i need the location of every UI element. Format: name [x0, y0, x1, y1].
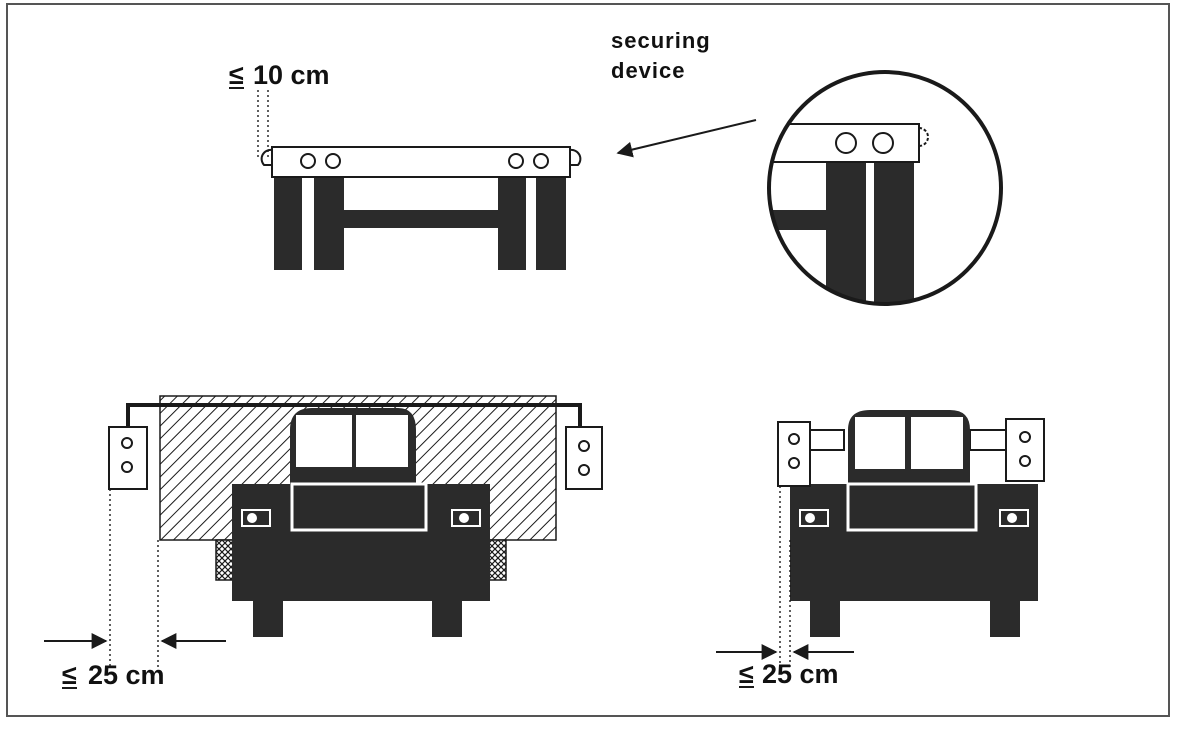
bracket-right-lamp [1005, 418, 1045, 482]
right-marker-lamp [565, 426, 603, 490]
figure-frame [6, 3, 1170, 717]
securing-device-label-line1: securing [611, 28, 711, 53]
securing-device-label-line2: device [611, 58, 686, 83]
bottom-right-dimension-label: 25 cm [762, 659, 839, 689]
bottom-right-dimension [716, 486, 854, 668]
le-symbol-top: ≤ [229, 60, 244, 90]
bottom-left-dimension [44, 489, 226, 668]
bottom-left-dimension-label: 25 cm [88, 660, 165, 690]
standard-truck [790, 410, 1038, 637]
light-bar [260, 146, 582, 178]
top-dimension-label: 10 cm [253, 60, 330, 90]
detail-magnifier [767, 70, 1003, 306]
left-marker-lamp [108, 426, 148, 490]
securing-device-arrow [616, 119, 757, 158]
le-symbol-bottom-right: ≤ [739, 659, 754, 689]
top-dimension-lines [257, 90, 269, 160]
wide-load-truck [126, 395, 582, 637]
bracket-left-lamp [777, 421, 811, 487]
top-view-load [274, 177, 566, 270]
le-symbol-bottom-left: ≤ [62, 660, 77, 690]
